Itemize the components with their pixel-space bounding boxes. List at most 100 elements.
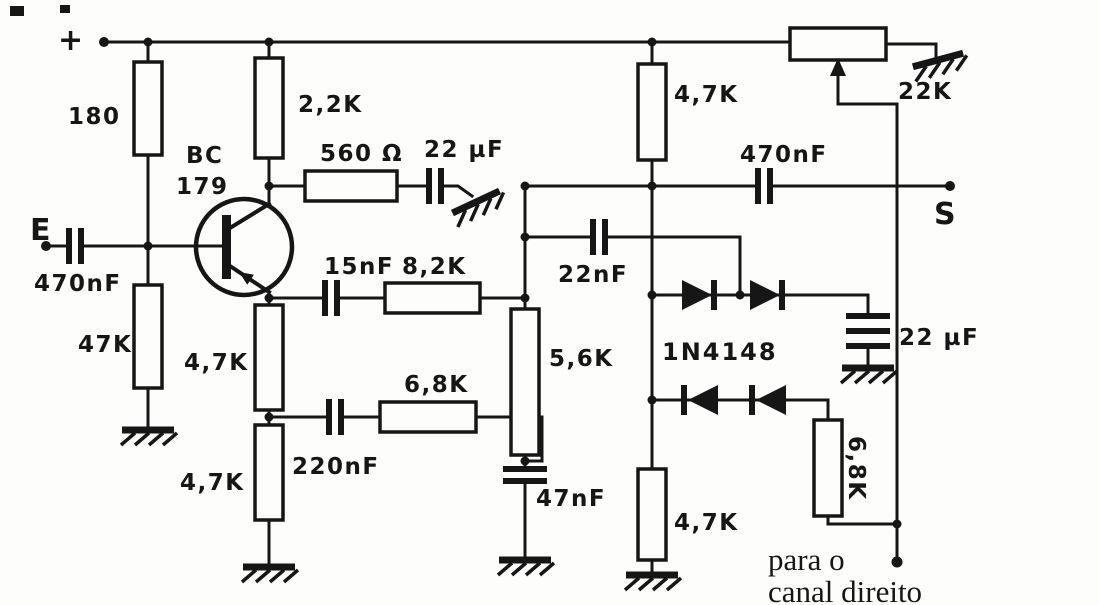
capacitor-47n-label: 47nF xyxy=(536,486,606,512)
transistor-collector-lead xyxy=(227,201,272,231)
junction-dot xyxy=(264,181,274,191)
capacitor-470n-input: 470nF xyxy=(34,228,122,297)
terminal-dot xyxy=(891,556,903,568)
resistor-6k8-right-label: 6,8K xyxy=(843,436,869,501)
ground-icon xyxy=(841,368,897,383)
resistor-8k2: 8,2K xyxy=(383,254,482,315)
diode-bridge-label: 1N4148 xyxy=(662,338,778,366)
resistor-4k7-emitter1: 4,7K xyxy=(184,303,285,412)
junction-dot xyxy=(520,456,530,466)
resistor-body xyxy=(303,169,399,203)
transistor-bc179: BC 179 xyxy=(176,143,295,298)
junction-dot xyxy=(647,37,657,47)
capacitor-22n-label: 22nF xyxy=(558,262,628,288)
junction-dot xyxy=(143,241,153,251)
resistor-8k2-label: 8,2K xyxy=(402,254,467,280)
resistor-4k7-top: 4,7K xyxy=(636,62,739,162)
resistor-body xyxy=(132,60,164,157)
terminal-input: E xyxy=(30,213,51,251)
resistor-body xyxy=(636,467,668,562)
junction-dot xyxy=(264,293,274,303)
capacitor-220n: 220nF xyxy=(292,399,380,480)
junction-dot xyxy=(264,412,274,422)
wiper-arrow-icon xyxy=(830,58,846,76)
transistor-label-line2: 179 xyxy=(176,174,229,200)
junction-dot xyxy=(892,519,902,529)
capacitor-470n-output-label: 470nF xyxy=(740,142,828,168)
junction-dot xyxy=(647,290,657,300)
resistor-5k6: 5,6K xyxy=(509,307,614,457)
capacitor-22n: 22nF xyxy=(558,219,628,288)
right-channel-note-line2: canal direito xyxy=(768,574,922,605)
potentiometer-body xyxy=(788,26,888,62)
resistor-5k6-label: 5,6K xyxy=(549,346,614,372)
resistor-body xyxy=(636,62,668,162)
capacitor-22u-left: 22 µF xyxy=(424,137,503,204)
resistor-body xyxy=(378,400,478,434)
junction-dot xyxy=(520,293,530,303)
resistor-4k7-bottom-label: 4,7K xyxy=(674,510,739,536)
resistor-4k7-emitter1-label: 4,7K xyxy=(184,350,249,376)
diode-icon xyxy=(750,280,780,310)
ground-icon xyxy=(625,575,681,590)
diode-icon xyxy=(682,280,712,310)
capacitor-22u-right-label: 22 µF xyxy=(899,325,979,351)
terminal-dot xyxy=(99,37,109,47)
resistor-560: 560 Ω xyxy=(303,141,403,203)
resistor-body xyxy=(812,418,844,518)
resistor-47k-label: 47K xyxy=(78,332,132,358)
junction-dot xyxy=(647,395,657,405)
capacitor-470n-input-label: 470nF xyxy=(34,271,122,297)
terminal-dot xyxy=(41,241,51,251)
resistor-2k2: 2,2K xyxy=(253,56,363,160)
terminal-output: S xyxy=(934,181,956,232)
terminal-supply: + xyxy=(58,23,109,58)
ground-icon xyxy=(242,567,298,582)
junction-dot xyxy=(735,290,745,300)
resistor-6k8-mid-label: 6,8K xyxy=(404,372,469,398)
resistor-180-label: 180 xyxy=(68,104,121,130)
resistor-body xyxy=(509,307,541,457)
diode-icon xyxy=(756,385,786,415)
output-s-label: S xyxy=(934,197,956,232)
potentiometer-22k: 22K xyxy=(788,26,952,105)
wire-net xyxy=(44,40,952,575)
scan-speck xyxy=(10,6,24,16)
transistor-label-line1: BC xyxy=(186,143,223,169)
resistor-body xyxy=(253,303,285,412)
scan-speck xyxy=(60,5,70,13)
resistor-4k7-top-label: 4,7K xyxy=(674,82,739,108)
ground-icon xyxy=(452,190,509,227)
resistor-180: 180 xyxy=(68,60,164,157)
resistor-560-label: 560 Ω xyxy=(320,141,403,167)
potentiometer-22k-label: 22K xyxy=(898,79,952,105)
input-e-label: E xyxy=(30,213,51,248)
capacitor-15n-label: 15nF xyxy=(324,254,394,280)
resistor-2k2-label: 2,2K xyxy=(298,92,363,118)
ground-icon xyxy=(912,52,970,81)
resistor-4k7-emitter2: 4,7K xyxy=(180,423,285,522)
wires xyxy=(44,40,952,575)
junction-dot xyxy=(143,37,153,47)
resistor-4k7-bottom: 4,7K xyxy=(636,467,739,562)
capacitor-47n: 47nF xyxy=(503,466,606,512)
resistor-6k8-right: 6,8K xyxy=(812,418,869,518)
junction-dots xyxy=(143,37,902,529)
supply-plus-label: + xyxy=(58,23,83,58)
diode-bridge: 1N4148 xyxy=(662,280,786,415)
diode-icon xyxy=(688,385,718,415)
terminal-dot xyxy=(945,181,955,191)
resistor-body xyxy=(253,423,285,522)
capacitor-22u-right: 22 µF xyxy=(846,313,979,351)
resistor-6k8-mid: 6,8K xyxy=(378,372,478,434)
resistor-body xyxy=(383,281,482,315)
junction-dot xyxy=(520,181,530,191)
terminal-right-channel: para o canal direito xyxy=(768,542,922,605)
capacitor-220n-label: 220nF xyxy=(292,454,380,480)
transistor-circle xyxy=(193,196,295,298)
transistor-base-bar xyxy=(222,215,231,279)
scan-artifacts xyxy=(10,5,70,16)
resistor-47k: 47K xyxy=(78,283,164,390)
